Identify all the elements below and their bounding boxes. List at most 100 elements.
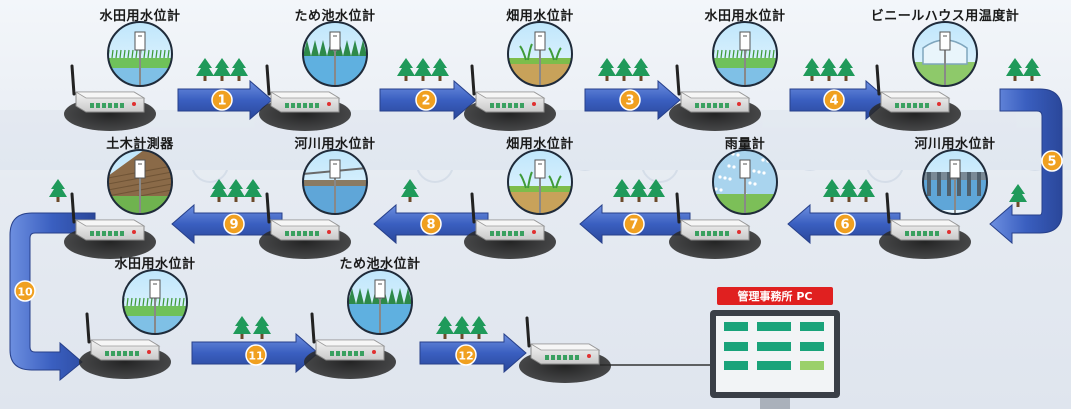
scene-frame	[302, 149, 368, 215]
badge-circle	[834, 213, 856, 235]
terminal	[303, 231, 307, 236]
tree-icon	[1009, 184, 1027, 207]
terminal	[309, 103, 313, 108]
scene-frame	[507, 21, 573, 87]
screen-tile	[724, 361, 748, 370]
lora-device	[64, 192, 156, 259]
terminal	[707, 103, 711, 108]
terminal	[496, 231, 500, 236]
bg-circle	[866, 145, 904, 183]
sensor-node	[259, 149, 368, 259]
terminal	[563, 355, 567, 360]
badge-circle	[455, 344, 477, 366]
tree-icon	[453, 316, 471, 339]
terminal	[575, 355, 579, 360]
status-led	[327, 230, 331, 234]
terminal	[108, 103, 112, 108]
terminal	[330, 351, 334, 356]
office-label-bg	[717, 287, 833, 305]
device-top	[679, 91, 751, 99]
bg-circle	[416, 145, 454, 183]
flow-arrow	[989, 88, 1063, 245]
lora-device	[259, 192, 351, 259]
antenna	[265, 64, 271, 96]
device-top	[89, 339, 161, 347]
antenna	[85, 312, 91, 344]
badge-circle	[623, 213, 645, 235]
status-led	[737, 230, 741, 234]
hop-badge: 11	[245, 344, 267, 366]
status-led	[532, 230, 536, 234]
antenna	[675, 64, 681, 96]
terminal	[285, 231, 289, 236]
scene-rain	[713, 150, 777, 214]
status-led	[147, 350, 151, 354]
lora-device	[79, 312, 171, 379]
terminal	[360, 351, 364, 356]
terminal	[336, 351, 340, 356]
node-label: 土木計測器	[106, 137, 174, 152]
bg-circle	[191, 145, 229, 183]
terminal	[108, 231, 112, 236]
badge-number: 7	[629, 218, 638, 233]
scene-frame	[712, 21, 778, 87]
lora-device	[869, 64, 961, 131]
status-led	[327, 102, 331, 106]
badge-circle	[1041, 150, 1063, 172]
scene-frame	[347, 269, 413, 335]
tree-icon	[196, 58, 214, 81]
tree-icon	[598, 58, 616, 81]
scene-paddy	[713, 22, 777, 86]
terminal	[719, 231, 723, 236]
badge-circle	[415, 89, 437, 111]
scene-frame	[712, 149, 778, 215]
screen-tile	[757, 322, 791, 331]
tree-icon	[820, 58, 838, 81]
scene-paddy	[123, 270, 187, 334]
tree-icon	[630, 179, 648, 202]
terminal	[695, 231, 699, 236]
sensor-node	[79, 269, 188, 379]
terminal	[701, 103, 705, 108]
terminal	[913, 103, 917, 108]
tree-icon	[213, 58, 231, 81]
node-label: 河川用水位計	[914, 137, 996, 152]
status-led	[372, 350, 376, 354]
tree-icon	[436, 316, 454, 339]
terminal	[315, 231, 319, 236]
badge-circle	[14, 280, 36, 302]
badge-circle	[211, 89, 233, 111]
badge-circle	[420, 213, 442, 235]
badge-number: 8	[426, 218, 435, 233]
terminal	[725, 103, 729, 108]
terminal	[291, 103, 295, 108]
terminal	[96, 231, 100, 236]
terminal	[117, 351, 121, 356]
screen-tile	[800, 322, 824, 331]
tree-icon	[1006, 58, 1024, 81]
terminal	[297, 103, 301, 108]
badge-number: 12	[458, 350, 473, 363]
antenna	[885, 192, 891, 224]
terminal	[901, 103, 905, 108]
terminal	[719, 103, 723, 108]
device-top	[74, 91, 146, 99]
scene-frame	[107, 149, 173, 215]
terminal	[120, 103, 124, 108]
badge-circle	[823, 89, 845, 111]
bg-circle	[641, 145, 679, 183]
lora-device	[669, 64, 761, 131]
scene-slope	[108, 150, 172, 214]
tree-icon	[210, 179, 228, 202]
tree-icon	[230, 58, 248, 81]
terminal	[701, 231, 705, 236]
office-pc: 管理事務所 PC	[710, 287, 840, 409]
tree-icon	[397, 58, 415, 81]
hop-badge: 12	[455, 344, 477, 366]
sensor-node	[64, 149, 173, 259]
badge-number: 6	[840, 218, 849, 233]
lora-device	[669, 192, 761, 259]
tree-icon	[227, 179, 245, 202]
terminal	[120, 231, 124, 236]
sensor-nodes	[64, 21, 988, 383]
